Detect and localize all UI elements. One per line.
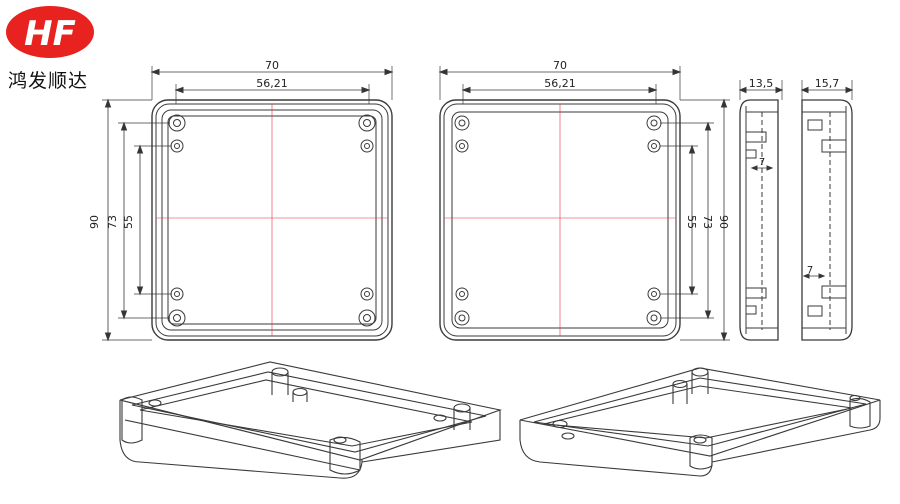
dim-step-b: 7 bbox=[807, 265, 813, 276]
dim-width-inner-left: 56,21 bbox=[256, 77, 288, 90]
front-view-left bbox=[102, 66, 394, 342]
dim-depth-a: 13,5 bbox=[749, 77, 774, 90]
company-name: 鸿发顺达 bbox=[8, 70, 89, 92]
dim-width-inner-right: 56,21 bbox=[544, 77, 576, 90]
dim-height-outer-right: 90 bbox=[717, 215, 730, 229]
dim-hole-inner-left: 55 bbox=[122, 215, 135, 229]
side-view-b bbox=[800, 80, 854, 341]
dim-hole-outer-right: 73 bbox=[701, 215, 714, 229]
dim-depth-b: 15,7 bbox=[815, 77, 840, 90]
dim-hole-inner-right: 55 bbox=[685, 215, 698, 229]
mounting-holes-right bbox=[454, 115, 662, 326]
dim-height-outer-left: 90 bbox=[88, 215, 101, 229]
logo-ellipse bbox=[6, 6, 94, 58]
dim-width-outer-left: 70 bbox=[265, 59, 279, 72]
mounting-holes-left bbox=[168, 114, 376, 327]
isometric-view-left bbox=[119, 361, 503, 479]
dim-hole-outer-left: 73 bbox=[106, 215, 119, 229]
logo-text: HF bbox=[24, 14, 76, 54]
hf-logo: HF bbox=[6, 6, 94, 58]
isometric-view-right bbox=[519, 367, 881, 477]
front-view-right bbox=[438, 66, 730, 342]
dim-step-a: 7 bbox=[759, 157, 765, 168]
dim-width-outer-right: 70 bbox=[553, 59, 567, 72]
side-view-a bbox=[738, 80, 784, 341]
